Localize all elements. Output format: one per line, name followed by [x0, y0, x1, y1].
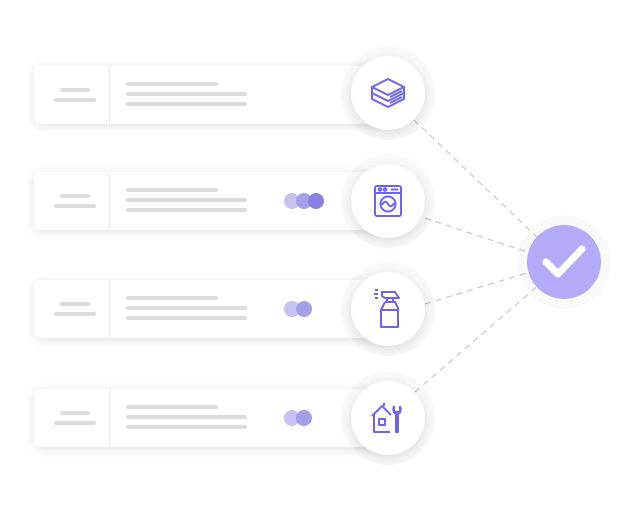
- task-card[interactable]: [34, 172, 384, 230]
- divider: [109, 172, 110, 230]
- placeholder-bar: [126, 405, 218, 409]
- connector-line: [424, 271, 531, 305]
- towels-icon: [371, 78, 405, 108]
- placeholder-bar: [126, 415, 247, 419]
- placeholder-bar: [60, 411, 90, 415]
- avatar-dot: [296, 301, 312, 317]
- connector-line: [424, 217, 531, 254]
- divider: [109, 280, 110, 338]
- placeholder-bar: [54, 204, 96, 208]
- connector-line: [414, 283, 541, 393]
- placeholder-bar: [126, 208, 247, 212]
- placeholder-bar: [126, 316, 247, 320]
- home-repair-icon-badge: [351, 381, 425, 455]
- placeholder-bar: [60, 194, 90, 198]
- washing-machine-icon: [374, 185, 402, 217]
- home-repair-icon: [371, 403, 402, 433]
- completed-check-badge: [527, 225, 601, 299]
- placeholder-bar: [126, 82, 218, 86]
- placeholder-bar: [126, 425, 247, 429]
- spray-bottle-icon-badge: [351, 272, 425, 346]
- avatar-dot: [296, 410, 312, 426]
- task-card[interactable]: [34, 280, 384, 338]
- task-card[interactable]: [34, 66, 384, 124]
- placeholder-bar: [54, 312, 96, 316]
- checkmark-icon: [542, 245, 586, 278]
- placeholder-bar: [60, 302, 90, 306]
- divider: [109, 389, 110, 447]
- spray-bottle-icon: [374, 289, 400, 328]
- placeholder-bar: [60, 88, 90, 92]
- task-card[interactable]: [34, 389, 384, 447]
- connector-line: [413, 119, 541, 241]
- washing-machine-icon-badge: [351, 164, 425, 238]
- placeholder-bar: [126, 198, 247, 202]
- avatar-dot: [308, 193, 324, 209]
- placeholder-bar: [126, 92, 247, 96]
- placeholder-bar: [126, 306, 247, 310]
- placeholder-bar: [54, 98, 96, 102]
- divider: [109, 66, 110, 124]
- placeholder-bar: [126, 188, 218, 192]
- placeholder-bar: [54, 421, 96, 425]
- towels-icon-badge: [351, 56, 425, 130]
- placeholder-bar: [126, 296, 218, 300]
- placeholder-bar: [126, 102, 247, 106]
